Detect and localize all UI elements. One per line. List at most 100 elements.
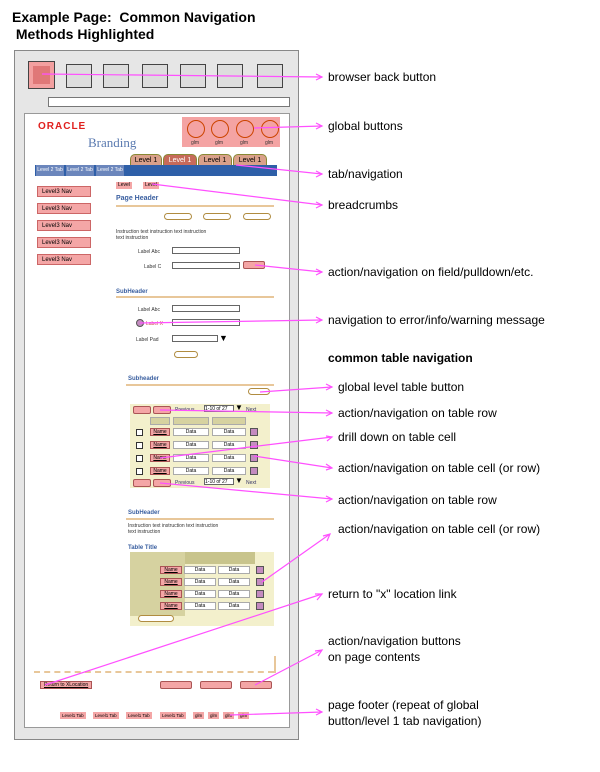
next-link[interactable]: Next [246,407,257,413]
toolbar-button[interactable] [103,64,129,88]
field-label-error[interactable]: Label X [146,321,163,327]
side-nav-item[interactable]: Level3 Nav [37,220,91,231]
side-nav-item[interactable]: Level3 Nav [37,254,91,265]
pulldown[interactable] [172,335,218,342]
header-cell [173,417,209,425]
side-nav-item[interactable]: Level3 Nav [37,203,91,214]
divider [34,671,274,673]
name-cell[interactable]: Name [150,441,170,449]
footer-link[interactable]: Level1 Tab [93,712,119,719]
name-cell[interactable]: Name [150,467,170,475]
row-action-icon[interactable] [250,454,258,462]
footer-link[interactable]: glm [223,712,235,719]
table-row-button[interactable] [133,406,151,414]
page-button[interactable] [203,213,231,220]
range-select[interactable]: 1-10 of 27 [204,478,234,485]
text-field[interactable] [172,305,240,312]
name-cell[interactable]: Name [160,602,182,610]
subtab[interactable]: Level 2 Tab [96,165,125,176]
name-cell[interactable]: Name [160,566,182,574]
previous-link[interactable]: Previous [175,480,195,486]
row-action-icon[interactable] [250,428,258,436]
side-nav-item[interactable]: Level3 Nav [37,186,91,197]
annotation-footer-line2: button/level 1 tab navigation) [328,714,482,728]
footer-link[interactable]: glm [193,712,205,719]
field-action-button[interactable] [243,261,265,269]
data-cell: Data [218,566,250,574]
toolbar-button[interactable] [142,64,168,88]
global-button-icon[interactable] [211,120,229,138]
row-action-icon[interactable] [250,467,258,475]
toolbar-button[interactable] [66,64,92,88]
divider [116,296,274,298]
row-action-icon[interactable] [256,590,264,598]
tab-bar [35,165,277,176]
dropdown-arrow-icon[interactable]: ▼ [219,333,228,343]
data-cell: Data [184,578,216,586]
global-button-icon[interactable] [261,120,279,138]
text-field[interactable] [172,262,240,269]
dropdown-arrow-icon[interactable]: ▼ [235,476,243,485]
oracle-logo: ORACLE [38,121,87,132]
global-button-icon[interactable] [236,120,254,138]
annotation-error: navigation to error/info/warning message [328,313,545,327]
row-checkbox[interactable] [136,429,143,436]
row-action-icon[interactable] [250,441,258,449]
footer-link[interactable]: glm [208,712,220,719]
page-button[interactable] [164,213,192,220]
side-nav-item[interactable]: Level3 Nav [37,237,91,248]
data-cell: Data [212,428,246,436]
row-action-icon[interactable] [256,566,264,574]
table-button[interactable] [138,615,174,622]
tab-level1[interactable]: Level 1 [130,154,162,165]
tab-level1[interactable]: Level 1 [233,154,267,165]
dropdown-arrow-icon[interactable]: ▼ [235,403,243,412]
annotation-drill: drill down on table cell [338,430,457,444]
footer-link[interactable]: Level1 Tab [160,712,186,719]
breadcrumb[interactable]: Level [143,182,159,189]
footer-link[interactable]: Level1 Tab [126,712,152,719]
page-action-button[interactable] [160,681,192,689]
table-row-button[interactable] [133,479,151,487]
browser-back-button[interactable] [28,61,55,89]
annotation-back: browser back button [328,70,437,84]
data-cell: Data [212,441,246,449]
page-button[interactable] [174,351,198,358]
subtab[interactable]: Level 2 Tab [36,165,65,176]
page-button[interactable] [243,213,271,220]
global-button-icon[interactable] [187,120,205,138]
return-link[interactable]: Return to XLocation [40,681,93,689]
address-bar[interactable] [48,97,290,107]
table-title: Table Title [128,545,158,551]
name-cell[interactable]: Name [150,428,170,436]
name-cell[interactable]: Name [160,578,182,586]
row-checkbox[interactable] [136,455,143,462]
name-cell[interactable]: Name [160,590,182,598]
row-action-icon[interactable] [256,602,264,610]
divider [116,205,274,207]
breadcrumb[interactable]: Level [116,182,132,189]
next-link[interactable]: Next [246,480,257,486]
row-action-icon[interactable] [256,578,264,586]
row-checkbox[interactable] [136,442,143,449]
data-cell: Data [212,454,246,462]
row-checkbox[interactable] [136,468,143,475]
page-header: Page Header [116,195,159,202]
page-action-button[interactable] [200,681,232,689]
tab-level1-selected[interactable]: Level 1 [163,154,197,165]
field-label: Label Pad [136,337,159,343]
annotation-footer-line1: page footer (repeat of global [328,698,479,712]
tab-level1[interactable]: Level 1 [198,154,232,165]
text-field[interactable] [172,247,240,254]
data-cell: Data [173,428,209,436]
footer-link[interactable]: glm [238,712,250,719]
annotation-buttons-line1: action/navigation buttons [328,634,461,648]
subtab[interactable]: Level 2 Tab [66,165,95,176]
header-cell [212,417,246,425]
footer-link[interactable]: Level1 Tab [60,712,86,719]
table-subheader: Subheader [128,376,160,382]
annotation-breadcrumbs: breadcrumbs [328,198,399,212]
field-label: Label Abc [138,249,160,255]
annotation-field: action/navigation on field/pulldown/etc. [328,265,534,279]
